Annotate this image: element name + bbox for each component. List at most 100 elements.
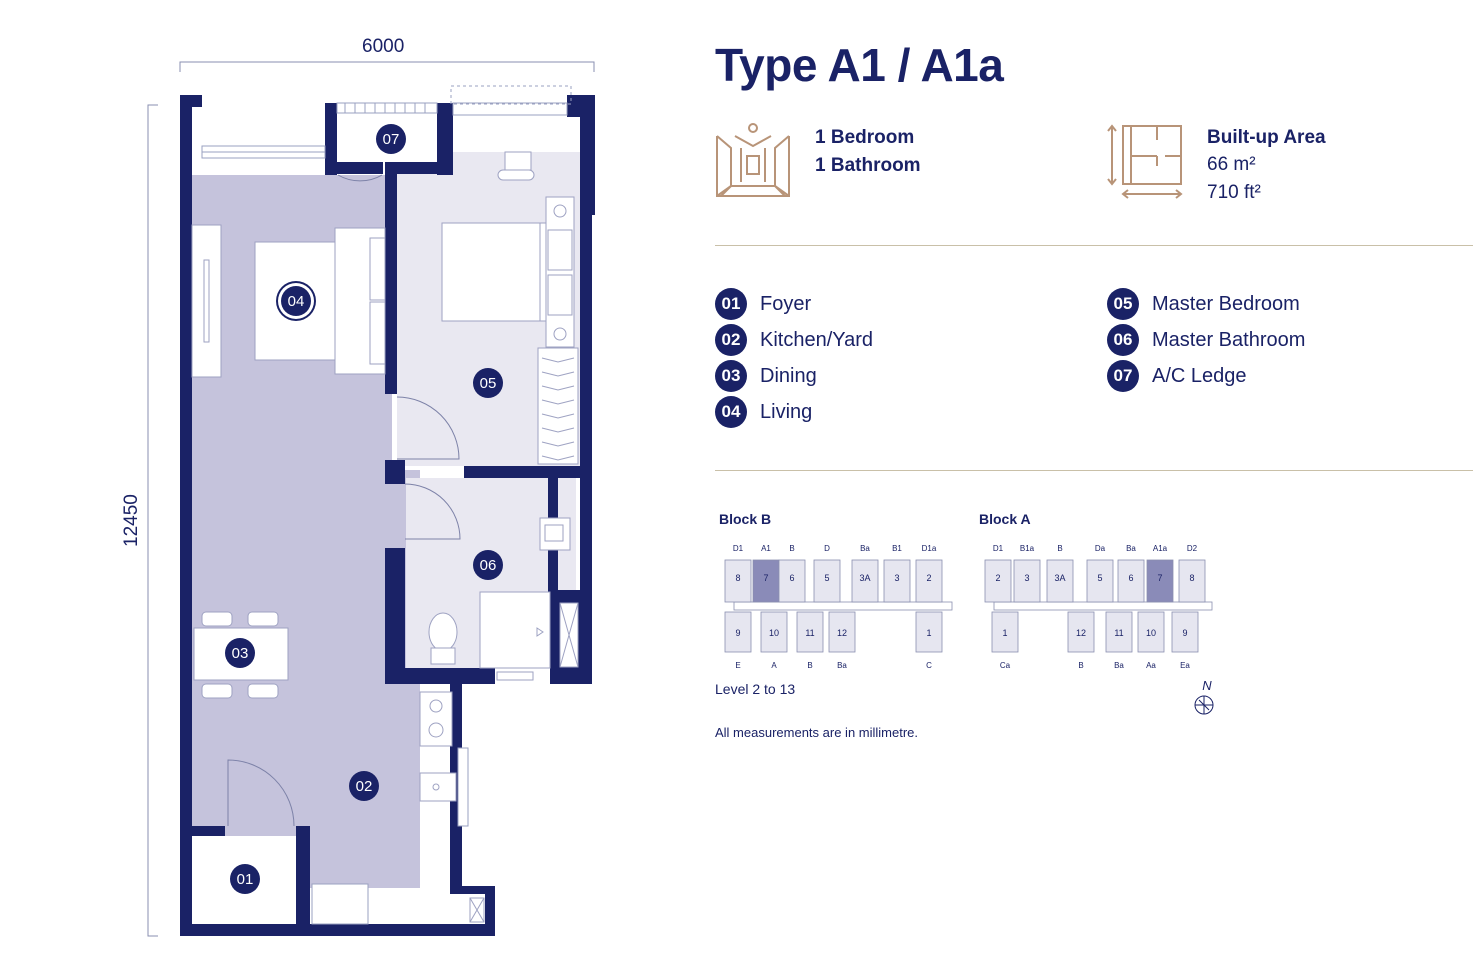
unit-block	[915, 611, 943, 653]
marker-kitchen: 02	[349, 771, 379, 801]
marker-living: 04	[281, 286, 311, 316]
legend-item-living: 04 Living	[715, 396, 813, 428]
unit-type-label: B1a	[1020, 544, 1035, 553]
unit-block	[984, 559, 1012, 603]
unit-block	[828, 611, 856, 653]
unit-block	[1067, 611, 1095, 653]
unit-block	[883, 559, 911, 603]
legend-badge: 06	[1107, 324, 1139, 356]
unit-type-label: C	[926, 661, 932, 670]
block-a-title: Block A	[979, 511, 1031, 527]
area-square-feet: 710 ft²	[1207, 182, 1261, 203]
unit-number: 2	[995, 573, 1000, 583]
unit-block	[851, 559, 879, 603]
legend-label: Master Bedroom	[1152, 292, 1300, 315]
legend-badge: 07	[1107, 360, 1139, 392]
unit-block	[991, 611, 1019, 653]
legend-label: Kitchen/Yard	[760, 328, 874, 351]
marker-bedroom: 05	[473, 368, 503, 398]
unit-number: 9	[735, 628, 740, 638]
unit-number: 10	[769, 628, 779, 638]
unit-number: 10	[1146, 628, 1156, 638]
unit-type-label: D	[824, 544, 830, 553]
windows	[201, 85, 572, 925]
unit-block	[1105, 611, 1133, 653]
level-range: Level 2 to 13	[715, 681, 796, 697]
unit-type-label: D1a	[922, 544, 937, 553]
unit-number: 7	[763, 573, 768, 583]
unit-block	[1178, 559, 1206, 603]
unit-type-label: B	[1057, 544, 1062, 553]
unit-type-label: Ba	[1126, 544, 1136, 553]
unit-number: 5	[824, 573, 829, 583]
legend-badge: 03	[715, 360, 747, 392]
unit-type-label: D1	[993, 544, 1004, 553]
unit-block	[1117, 559, 1145, 603]
unit-number: 5	[1097, 573, 1102, 583]
unit-type-label: B	[1078, 661, 1083, 670]
unit-number: 3	[1024, 573, 1029, 583]
unit-type-label: B	[807, 661, 812, 670]
legend-label: Living	[760, 400, 813, 423]
block-b-title: Block B	[719, 511, 772, 527]
unit-block	[915, 559, 943, 603]
unit-block	[1137, 611, 1165, 653]
built-up-area-label: Built-up Area	[1207, 127, 1326, 148]
unit-block	[778, 559, 806, 603]
unit-type-label: B1	[892, 544, 902, 553]
unit-number: 7	[1157, 573, 1162, 583]
unit-type-label: Ca	[1000, 661, 1011, 670]
unit-number: 3	[894, 573, 899, 583]
unit-number: 1	[1002, 628, 1007, 638]
legend-item-dining: 03 Dining	[715, 360, 817, 392]
measurement-note: All measurements are in millimetre.	[715, 725, 919, 740]
unit-number: 8	[735, 573, 740, 583]
unit-number: 3A	[859, 573, 870, 583]
unit-number: 9	[1182, 628, 1187, 638]
unit-type-label: Da	[1095, 544, 1106, 553]
north-label: N	[1202, 678, 1212, 693]
unit-type-label: A1	[761, 544, 771, 553]
unit-type-label: Ea	[1180, 661, 1190, 670]
bedroom-icon	[716, 123, 790, 197]
unit-type-label: D2	[1187, 544, 1198, 553]
unit-block	[1171, 611, 1199, 653]
unit-number: 11	[805, 628, 814, 638]
unit-block	[796, 611, 824, 653]
unit-number: 2	[926, 573, 931, 583]
corridor	[733, 601, 953, 611]
unit-type-label: Ba	[860, 544, 870, 553]
bedroom-furniture	[441, 151, 579, 465]
unit-block	[724, 559, 752, 603]
legend-label: A/C Ledge	[1152, 364, 1247, 387]
unit-number: 12	[1076, 628, 1086, 638]
unit-number: 3A	[1054, 573, 1065, 583]
corridor	[993, 601, 1213, 611]
unit-block	[1086, 559, 1114, 603]
legend-item-ac-ledge: 07 A/C Ledge	[1107, 360, 1247, 392]
divider-top	[715, 245, 1473, 246]
unit-type-label: E	[735, 661, 740, 670]
unit-type-label: A	[771, 661, 777, 670]
legend-item-foyer: 01 Foyer	[715, 288, 811, 320]
width-dimension: 6000	[362, 36, 405, 57]
area-square-metres: 66 m²	[1207, 154, 1256, 175]
unit-block	[760, 611, 788, 653]
height-dimension: 12450	[121, 494, 142, 547]
unit-number: 1	[926, 628, 931, 638]
marker-foyer: 01	[230, 864, 260, 894]
unit-type-title: Type A1 / A1a	[715, 39, 1004, 91]
walls	[180, 95, 595, 936]
unit-block	[724, 611, 752, 653]
dimension-lines	[147, 61, 595, 937]
legend-badge: 05	[1107, 288, 1139, 320]
floor-area-icon	[1107, 124, 1183, 199]
marker-ac-ledge: 07	[376, 124, 406, 154]
unit-type-label: Ba	[837, 661, 847, 670]
legend-badge: 01	[715, 288, 747, 320]
living-furniture	[191, 224, 386, 378]
unit-number: 6	[1128, 573, 1133, 583]
bedroom-count: 1 Bedroom	[815, 127, 915, 148]
